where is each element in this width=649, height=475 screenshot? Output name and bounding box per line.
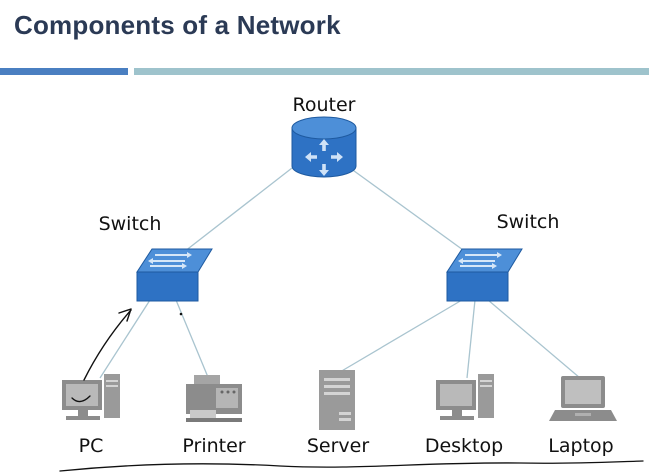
link-switch-right-desktop [466,299,476,379]
handwritten-dot [179,312,183,316]
printer-label: Printer [182,435,245,457]
link-switch-right-server [339,299,463,373]
desktop-label: Desktop [425,435,503,457]
title-accent-bar-left [0,68,128,75]
link-switch-left-pc [99,299,151,379]
handwritten-underline [59,460,644,472]
laptop-icon [549,376,617,421]
link-switch-left-printer [175,299,211,383]
pc-icon [62,374,120,420]
switch-icon [136,248,213,302]
handwritten-arrow [83,309,132,381]
title-accent-bar-right [134,68,649,75]
switch-right-label: Switch [497,211,560,233]
server-label: Server [307,435,369,457]
switch-left-label: Switch [99,213,162,235]
handwritten-arrowhead [118,308,132,322]
desktop-icon [436,374,494,420]
switch-icon [446,248,523,302]
router-icon [291,116,357,178]
router-label: Router [293,94,356,116]
connector-lines [99,167,581,383]
handwritten-smile [71,395,91,403]
link-router-switch-right [349,167,471,256]
pc-label: PC [79,435,104,457]
printer-icon [186,375,242,422]
handwritten-annotations [59,308,644,472]
link-switch-right-laptop [487,299,581,379]
link-router-switch-left [179,167,293,256]
laptop-label: Laptop [548,435,613,457]
server-icon [319,370,355,430]
slide-title: Components of a Network [14,10,341,40]
